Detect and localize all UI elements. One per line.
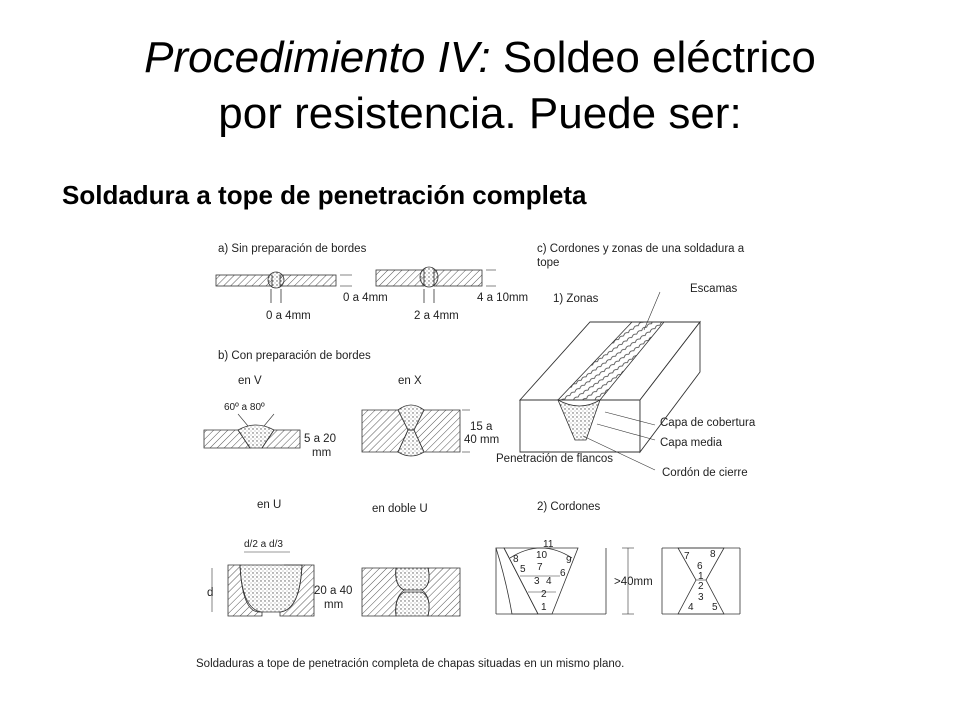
c-right-num-4: 4 (688, 602, 694, 613)
c-escamas: Escamas (690, 283, 738, 295)
c-left-num-1: 1 (541, 602, 547, 613)
title-line2: por resistencia. Puede ser: (218, 89, 742, 138)
c-left-num-10: 10 (536, 550, 548, 561)
a-dim1: 0 a 4mm (343, 292, 388, 304)
c-penetracion: Penetración de flancos (496, 453, 613, 465)
b-u-d: d (207, 587, 213, 599)
c-40mm: >40mm (614, 576, 653, 588)
c-right-num-3: 3 (698, 592, 704, 603)
b-endobleu: en doble U (372, 503, 428, 515)
c-cordones: 2) Cordones (537, 501, 601, 513)
c-cierre: Cordón de cierre (662, 467, 748, 479)
b-double-u-joint (361, 567, 461, 617)
c-left-num-8: 8 (513, 554, 519, 565)
c-cordones-right (661, 547, 741, 615)
b-x-dim1: 15 a (470, 421, 493, 433)
b-angle: 60º a 80º (224, 402, 265, 413)
c-heading-line1: c) Cordones y zonas de una soldadura a (537, 243, 745, 255)
b-u-dim2: mm (324, 599, 343, 611)
b-u-joint (211, 551, 315, 617)
b-v-joint (203, 413, 301, 449)
c-left-num-6: 6 (560, 568, 566, 579)
b-v-dim1: 5 a 20 (304, 433, 336, 445)
b-u-top: d/2 a d/3 (244, 539, 283, 550)
c-left-num-3: 3 (534, 576, 540, 587)
c-cobertura: Capa de cobertura (660, 417, 756, 429)
c-left-num-11: 11 (543, 539, 554, 550)
a-dim3: 2 a 4mm (414, 310, 459, 322)
c-heading-line2: tope (537, 257, 559, 269)
a-plate-thin (215, 271, 352, 303)
c-left-num-5: 5 (520, 564, 526, 575)
c-zonas: 1) Zonas (553, 293, 599, 305)
c-right-num-5: 5 (712, 602, 718, 613)
b-enx: en X (398, 375, 422, 387)
slide-title: Procedimiento IV: Soldeo eléctrico por r… (0, 30, 960, 142)
b-v-dim2: mm (312, 447, 331, 459)
b-heading: b) Con preparación de bordes (218, 350, 371, 362)
title-italic: Procedimiento IV: (144, 33, 491, 82)
c-right-num-6: 6 (697, 561, 703, 572)
c-media: Capa media (660, 437, 723, 449)
c-cordones-dim (622, 547, 634, 615)
slide-subtitle: Soldadura a tope de penetración completa (62, 180, 587, 210)
c-cordones-left (495, 547, 607, 615)
title-rest-line1: Soldeo eléctrico (490, 33, 816, 82)
figure-caption: Soldaduras a tope de penetración complet… (196, 658, 624, 670)
a-plate-thick (375, 266, 496, 303)
b-u-dim1: 20 a 40 (314, 585, 352, 597)
c-left-num-9: 9 (566, 555, 572, 566)
a-dim4: 4 a 10mm (477, 292, 528, 304)
b-x-dim2: 40 mm (464, 434, 499, 446)
c-right-num-2: 2 (698, 581, 704, 592)
c-right-num-7: 7 (684, 551, 690, 562)
b-x-joint (361, 404, 470, 457)
c-right-num-1: 1 (698, 571, 704, 582)
c-left-num-2: 2 (541, 589, 547, 600)
c-left-num-4: 4 (546, 576, 552, 587)
a-dim2: 0 a 4mm (266, 310, 311, 322)
b-enu: en U (257, 499, 281, 511)
c-3d-block (518, 291, 701, 471)
c-left-num-7: 7 (537, 562, 543, 573)
b-env: en V (238, 375, 262, 387)
c-right-num-8: 8 (710, 549, 716, 560)
a-heading: a) Sin preparación de bordes (218, 243, 367, 255)
